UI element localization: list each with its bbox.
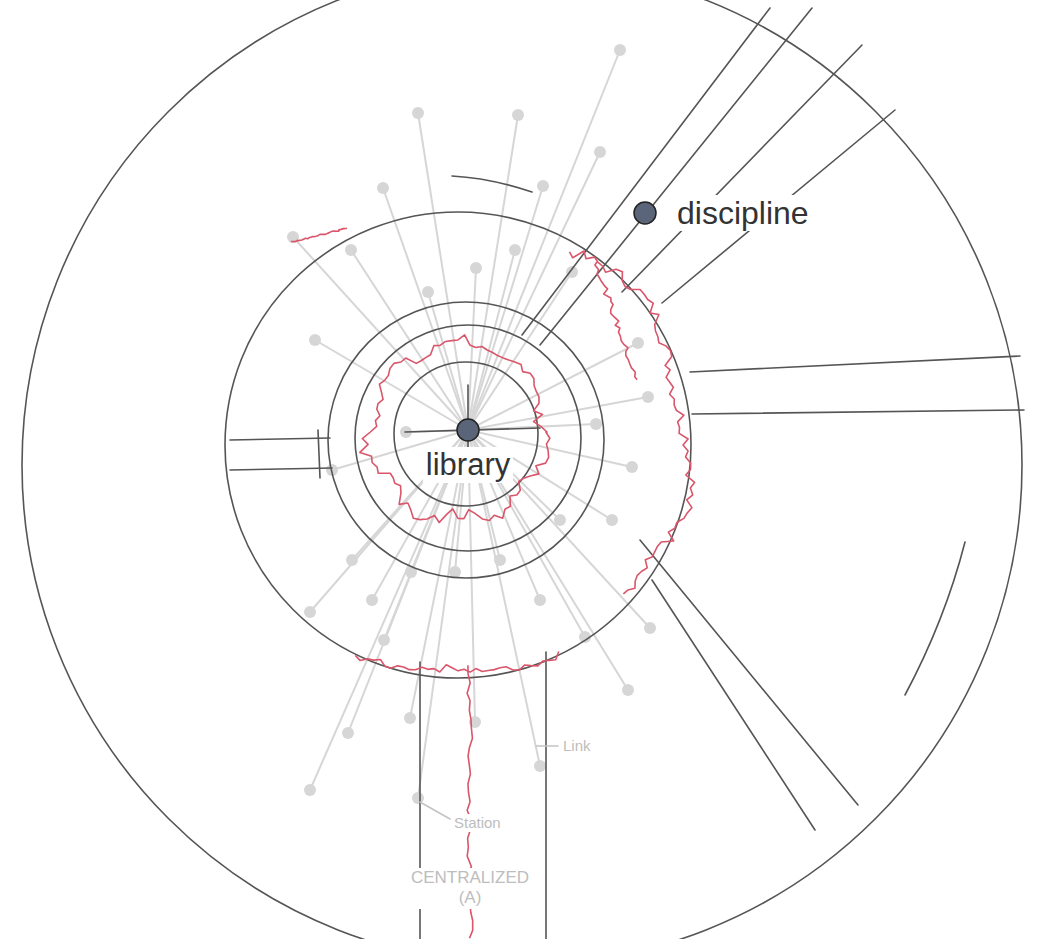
network-station: [304, 606, 316, 618]
network-station: [470, 262, 482, 274]
network-link: [468, 397, 648, 430]
network-station: [537, 180, 549, 192]
network-station: [412, 107, 424, 119]
centralized-network: [287, 44, 656, 804]
band-line: [522, 8, 770, 335]
dot: [634, 202, 656, 224]
dot: [457, 419, 479, 441]
labelled-dot: discipline: [632, 195, 812, 232]
network-link: [468, 152, 600, 430]
network-station: [342, 727, 354, 739]
grey-caption: Link: [561, 737, 593, 755]
network-link: [428, 292, 468, 430]
band-line: [540, 8, 812, 345]
network-station: [614, 44, 626, 56]
network-station: [622, 684, 634, 696]
red-stroke: [595, 262, 637, 380]
dot-label: discipline: [674, 195, 812, 232]
network-station: [590, 418, 602, 430]
labelled-dot: library: [423, 417, 513, 483]
dot-label: library: [423, 447, 513, 483]
band-line: [545, 652, 547, 939]
network-station: [304, 784, 316, 796]
network-station: [626, 461, 638, 473]
network-station: [632, 337, 644, 349]
network-station: [346, 554, 358, 566]
network-link: [468, 272, 572, 430]
network-station: [366, 594, 378, 606]
band-line: [640, 540, 858, 805]
middle-ring: [355, 325, 581, 551]
network-station: [512, 109, 524, 121]
network-station: [494, 554, 506, 566]
network-station: [345, 244, 357, 256]
network-link: [351, 250, 468, 430]
network-station: [377, 182, 389, 194]
grey-caption: CENTRALIZED (A): [400, 868, 540, 909]
sketch-stroke: [452, 176, 532, 192]
middle-ring: [328, 302, 604, 578]
red-stroke: [291, 228, 347, 242]
red-stroke: [360, 335, 550, 523]
network-station: [534, 594, 546, 606]
network-station: [412, 792, 424, 804]
network-station: [644, 622, 656, 634]
sketch-lines: [22, 0, 1024, 939]
network-link: [468, 115, 518, 430]
network-station: [309, 334, 321, 346]
network-station: [606, 514, 618, 526]
grey-caption: Station: [452, 814, 503, 832]
band-line: [230, 438, 330, 440]
network-station: [509, 244, 521, 256]
band-line: [230, 468, 332, 470]
network-link: [418, 430, 468, 798]
outer-ring: [225, 212, 691, 678]
network-station: [404, 712, 416, 724]
band-line: [662, 110, 895, 303]
network-station: [594, 146, 606, 158]
network-station: [554, 514, 566, 526]
red-stroke: [570, 251, 695, 594]
network-station: [449, 566, 461, 578]
dot-marker: [632, 200, 658, 226]
red-stroke: [355, 652, 558, 673]
outer-boundary: [22, 0, 1022, 939]
network-station: [642, 391, 654, 403]
sketch-stroke: [905, 542, 965, 695]
red-annotation: [291, 228, 695, 938]
dot-marker: [455, 417, 481, 443]
leader-line: [536, 745, 558, 747]
inner-ring: [394, 362, 538, 506]
network-link: [468, 343, 638, 430]
band-line: [692, 410, 1024, 414]
leader-line: [420, 802, 450, 819]
network-link: [383, 188, 468, 430]
band-line: [622, 45, 862, 292]
band-line: [690, 356, 1020, 372]
network-link: [468, 250, 515, 430]
band-line: [652, 580, 815, 830]
network-station: [534, 760, 546, 772]
band-tick: [318, 430, 320, 478]
network-station: [378, 634, 390, 646]
network-link: [468, 50, 620, 430]
network-station: [422, 286, 434, 298]
